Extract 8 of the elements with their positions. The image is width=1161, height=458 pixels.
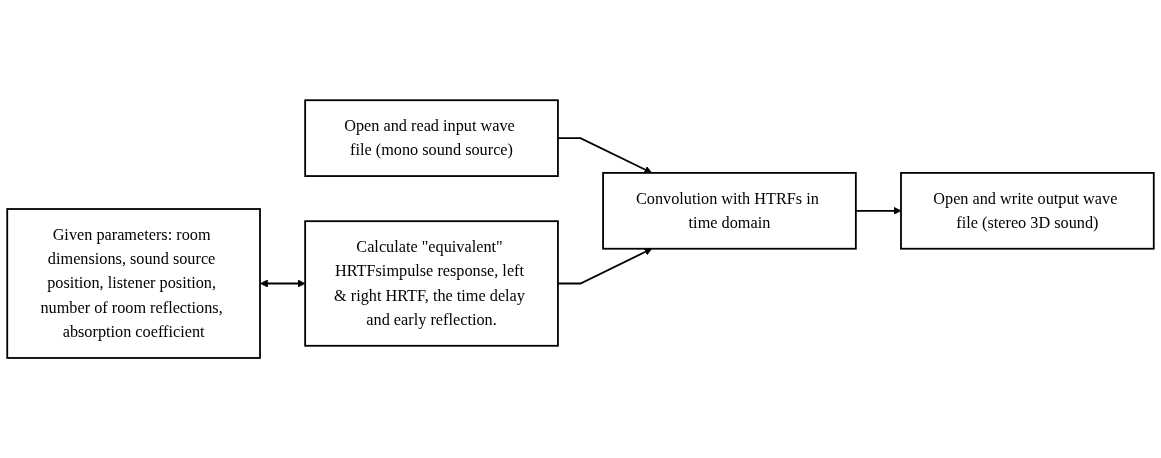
arrow <box>260 279 306 288</box>
node-box: Convolution with HTRFs in time domain <box>602 171 857 250</box>
node-box: Given parameters: room dimensions, sound source position, listener position, number of room reflections, absorption coefficient <box>6 208 261 359</box>
arrow <box>557 248 653 285</box>
arrow <box>557 137 653 174</box>
node-box: Open and write output wave file (stereo 3D sound) <box>900 171 1155 250</box>
node-box: Calculate "equivalent" HRTFsimpulse response, left & right HRTF, the time delay and early reflection. <box>304 220 559 347</box>
node-box: Open and read input wave file (mono sound source) <box>304 99 559 177</box>
